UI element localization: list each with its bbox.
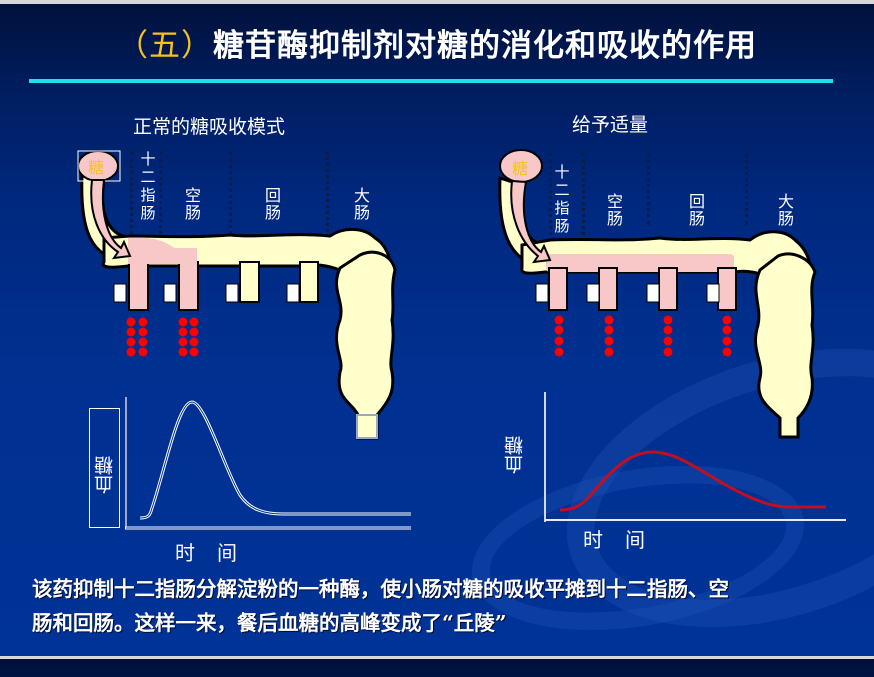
normal-ylabel-box — [89, 408, 120, 528]
slide-title: （五）糖苷酶抑制剂对糖的消化和吸收的作用 — [0, 20, 874, 65]
intestine-diagram — [77, 149, 846, 530]
normal-graph-ylabel: 血糖 — [94, 456, 116, 494]
description-text: 该药抑制十二指肠分解淀粉的一种酶，使小肠对糖的吸收平摊到十二指肠、空 肠和回肠。… — [32, 572, 872, 640]
segment-label-duodenum: 十二指肠 — [554, 163, 570, 235]
sugar-label: 糖 — [512, 159, 529, 178]
segment-label-jejunum: 空肠 — [606, 192, 623, 228]
segment-label-colon: 大肠 — [353, 186, 370, 222]
slide-top-border — [0, 0, 874, 4]
absorbed-sugar-dots — [554, 315, 732, 357]
normal-intestine — [77, 150, 397, 440]
normal-blood-sugar-graph — [125, 397, 411, 530]
segment-divider — [745, 153, 748, 225]
segment-divider — [647, 153, 650, 225]
segment-divider — [130, 152, 133, 234]
title-text: 糖苷酶抑制剂对糖的消化和吸收的作用 — [213, 28, 757, 64]
segment-label-duodenum: 十二指肠 — [140, 150, 156, 222]
segment-label-jejunum: 空肠 — [184, 186, 201, 222]
treated-intestine — [498, 149, 817, 439]
treated-graph-xlabel: 时间 — [583, 528, 667, 552]
segment-divider — [549, 153, 552, 235]
normal-panel-subtitle: 正常的糖吸收模式 — [133, 116, 286, 138]
segment-label-colon: 大肠 — [777, 192, 794, 228]
normal-graph-xlabel: 时间 — [175, 541, 259, 565]
description-line-1: 该药抑制十二指肠分解淀粉的一种酶，使小肠对糖的吸收平摊到十二指肠、空 — [32, 577, 729, 601]
segment-divider — [159, 152, 162, 234]
slide-bottom-border — [0, 656, 874, 659]
treated-graph-ylabel: 血糖 — [504, 436, 526, 474]
segment-divider — [229, 152, 232, 234]
absorbed-sugar-dots — [126, 317, 199, 357]
segment-label-ileum: 回肠 — [264, 186, 281, 222]
segment-label-ileum: 回肠 — [688, 192, 705, 228]
treated-blood-sugar-graph — [544, 392, 846, 522]
description-line-2: 肠和回肠。这样一来，餐后血糖的高峰变成了“丘陵” — [32, 611, 507, 635]
title-underline — [29, 79, 833, 83]
sugar-label: 糖 — [88, 158, 105, 177]
title-number: （五） — [117, 28, 213, 64]
segment-divider — [326, 152, 329, 232]
segment-divider — [582, 153, 585, 235]
treated-panel-subtitle: 给予适量 — [572, 114, 649, 136]
